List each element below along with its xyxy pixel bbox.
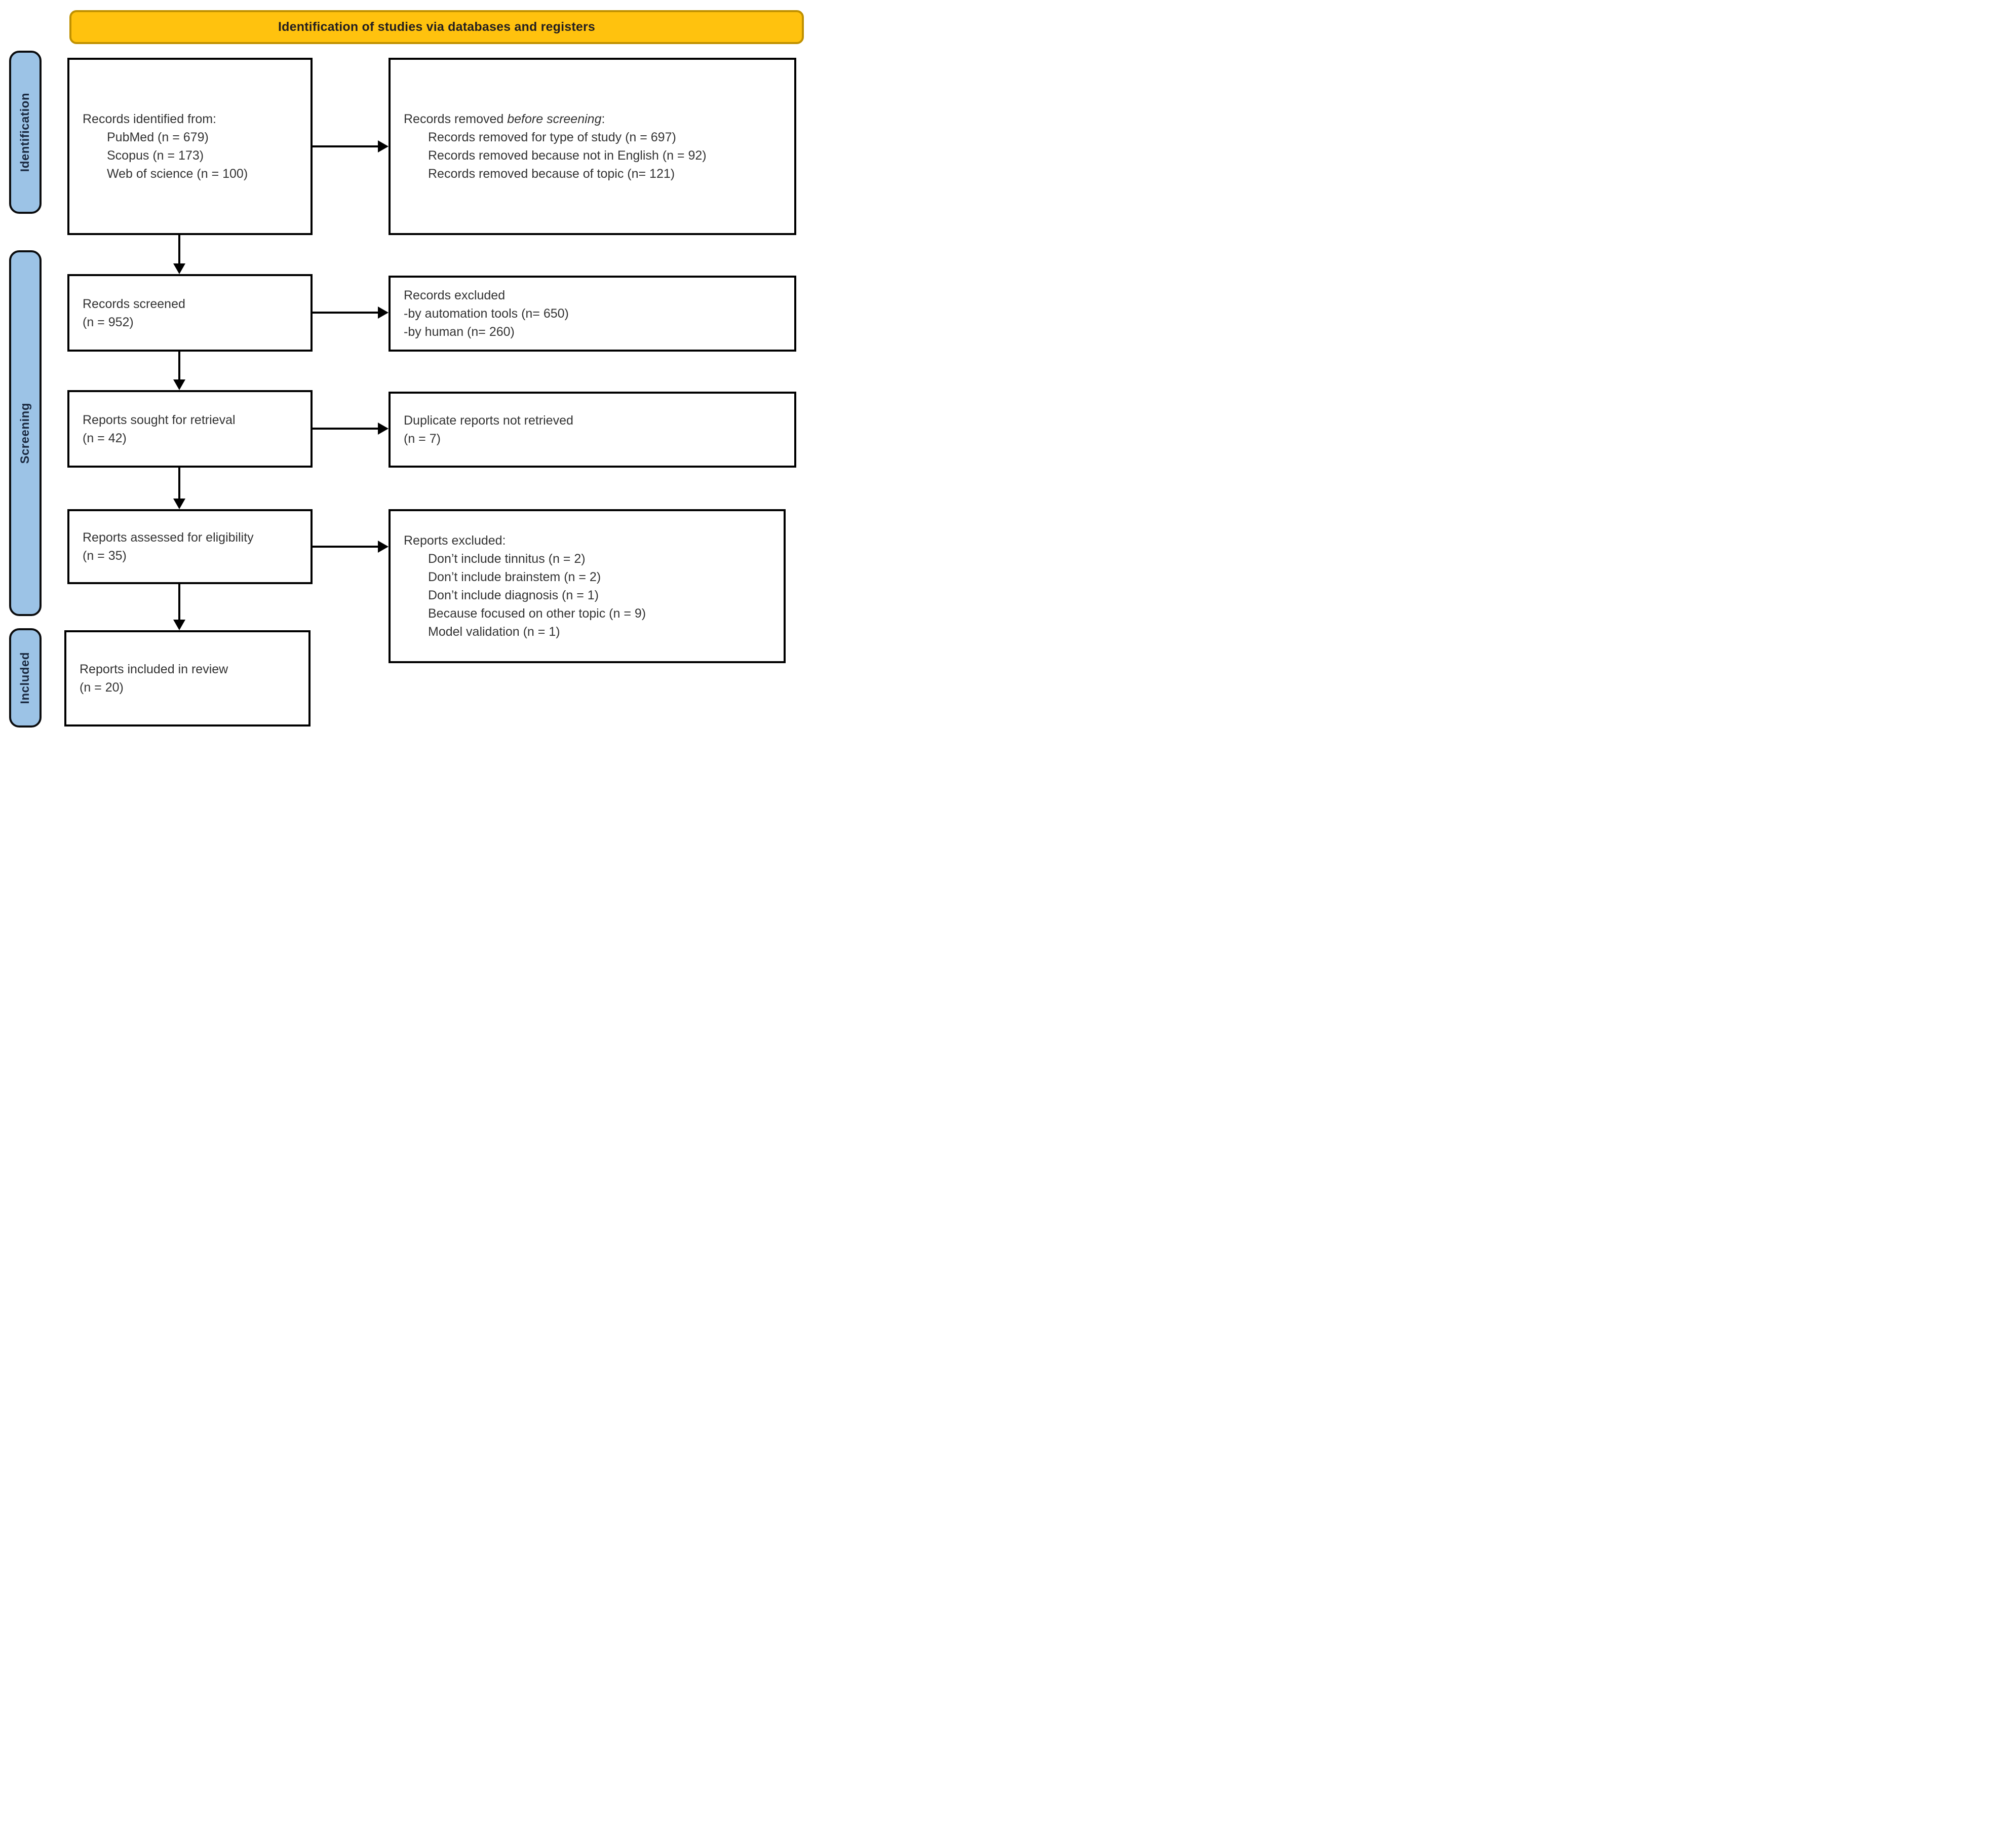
box-records-screened: Records screened (n = 952) (67, 274, 313, 352)
records-removed-title-suffix: : (601, 112, 605, 126)
reports-excluded-item: Don’t include tinnitus (n = 2) (428, 552, 586, 566)
arrow-sought-to-assessed (178, 468, 180, 499)
records-removed-item: Records removed because not in English (… (428, 148, 707, 163)
records-removed-item: Records removed because of topic (n= 121… (428, 167, 675, 181)
records-identified-title: Records identified from: (83, 112, 217, 126)
records-identified-item: Web of science (n = 100) (107, 167, 248, 181)
arrow-screened-to-sought (178, 352, 180, 380)
duplicate-not-retrieved-line2: (n = 7) (404, 432, 441, 446)
reports-excluded-item: Because focused on other topic (n = 9) (428, 606, 646, 621)
box-reports-sought: Reports sought for retrieval (n = 42) (67, 390, 313, 468)
records-excluded-line: -by human (n= 260) (404, 325, 515, 339)
arrow-sought-to-not-retrieved (313, 428, 378, 430)
box-reports-included: Reports included in review (n = 20) (64, 630, 311, 727)
stage-label-identification: Identification (18, 92, 32, 172)
arrow-assessed-to-reports-excluded (313, 546, 378, 548)
records-screened-line1: Records screened (83, 296, 185, 311)
records-screened-line2: (n = 952) (83, 315, 134, 329)
duplicate-not-retrieved-line1: Duplicate reports not retrieved (404, 413, 573, 428)
stage-bar-identification: Identification (9, 51, 42, 214)
box-records-removed: Records removed before screening: Record… (389, 58, 796, 235)
arrow-identified-to-removed (313, 145, 378, 147)
box-reports-assessed: Reports assessed for eligibility (n = 35… (67, 509, 313, 584)
reports-excluded-title: Reports excluded: (404, 533, 506, 548)
arrow-assessed-to-included (178, 584, 180, 620)
stage-bar-screening: Screening (9, 250, 42, 616)
records-excluded-line: -by automation tools (n= 650) (404, 307, 569, 321)
records-excluded-line: Records excluded (404, 288, 506, 302)
reports-excluded-item: Don’t include brainstem (n = 2) (428, 570, 601, 584)
box-records-excluded: Records excluded -by automation tools (n… (389, 276, 796, 352)
header-banner: Identification of studies via databases … (69, 10, 804, 44)
reports-included-line1: Reports included in review (80, 662, 228, 676)
box-reports-excluded: Reports excluded: Don’t include tinnitus… (389, 509, 786, 663)
stage-bar-included: Included (9, 628, 42, 728)
records-removed-title-prefix: Records removed (404, 112, 508, 126)
reports-sought-line1: Reports sought for retrieval (83, 412, 236, 427)
stage-label-screening: Screening (18, 402, 32, 464)
records-identified-item: PubMed (n = 679) (107, 130, 209, 144)
box-records-identified: Records identified from: PubMed (n = 679… (67, 58, 313, 235)
records-removed-item: Records removed for type of study (n = 6… (428, 130, 676, 144)
box-duplicate-not-retrieved: Duplicate reports not retrieved (n = 7) (389, 392, 796, 468)
prisma-flow-diagram: Identification of studies via databases … (0, 0, 806, 734)
reports-assessed-line1: Reports assessed for eligibility (83, 530, 254, 545)
reports-sought-line2: (n = 42) (83, 431, 127, 445)
reports-included-line2: (n = 20) (80, 680, 124, 695)
records-identified-item: Scopus (n = 173) (107, 148, 204, 163)
reports-excluded-item: Model validation (n = 1) (428, 625, 560, 639)
reports-assessed-line2: (n = 35) (83, 549, 127, 563)
reports-excluded-item: Don’t include diagnosis (n = 1) (428, 588, 599, 602)
stage-label-included: Included (18, 652, 32, 704)
arrow-identified-to-screened (178, 235, 180, 264)
records-removed-title: Records removed before screening: (404, 110, 788, 128)
records-removed-title-italic: before screening (507, 112, 602, 126)
arrow-screened-to-excluded (313, 312, 378, 314)
diagram-title: Identification of studies via databases … (278, 20, 596, 34)
